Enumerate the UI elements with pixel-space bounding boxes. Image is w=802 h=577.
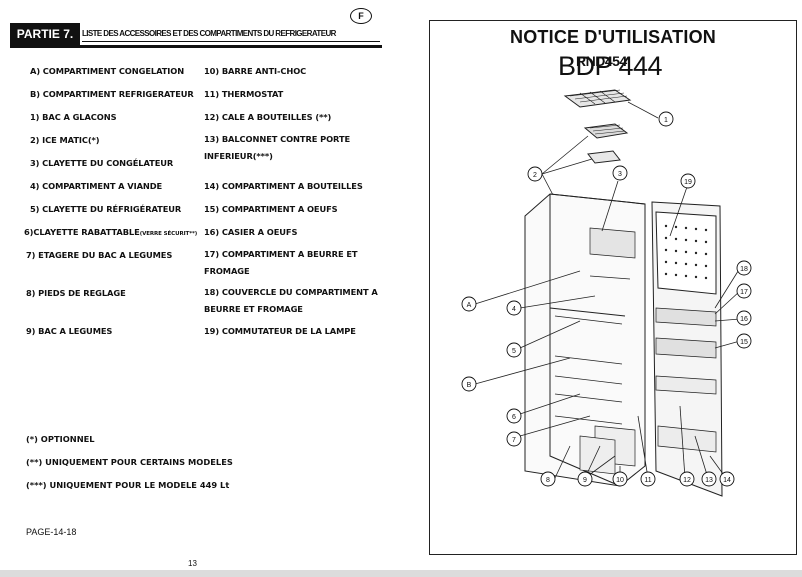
footnote: (***) UNIQUEMENT POUR LE MODELE 449 Lt <box>26 480 230 490</box>
left-page: F PARTIE 7. LISTE DES ACCESSOIRES ET DES… <box>10 8 384 548</box>
ice-matic-drawing <box>583 123 629 164</box>
svg-text:9: 9 <box>583 477 587 484</box>
fridge-cabinet <box>524 193 646 487</box>
list-item: 17) COMPARTIMENT A BEURRE ET FROMAGE <box>204 249 358 276</box>
list-item: 1) BAC A GLACONS <box>30 112 117 122</box>
ice-tray-drawing <box>563 89 632 108</box>
svg-text:19: 19 <box>684 179 692 186</box>
list-item: 15) COMPARTIMENT A OEUFS <box>204 204 338 214</box>
document-title: NOTICE D'UTILISATION <box>510 27 716 47</box>
svg-text:3: 3 <box>618 171 622 178</box>
footnote: (*) OPTIONNEL <box>26 434 95 444</box>
svg-text:14: 14 <box>723 477 731 484</box>
svg-text:12: 12 <box>683 477 691 484</box>
svg-text:4: 4 <box>512 306 516 313</box>
list-item: 16) CASIER A OEUFS <box>204 227 298 237</box>
svg-text:13: 13 <box>705 477 713 484</box>
callout-12: 12 <box>679 471 695 487</box>
svg-text:A: A <box>467 302 472 309</box>
page-number: 13 <box>188 559 197 568</box>
callout-9: 9 <box>577 471 593 487</box>
section-header: PARTIE 7. LISTE DES ACCESSOIRES ET DES C… <box>10 23 382 48</box>
list-item: B) COMPARTIMENT REFRIGERATEUR <box>30 89 194 99</box>
svg-text:11: 11 <box>644 477 651 484</box>
svg-text:2: 2 <box>533 172 537 179</box>
svg-text:1: 1 <box>664 117 668 124</box>
callout-2: 2 <box>527 166 543 182</box>
fridge-door <box>651 201 723 497</box>
language-badge: F <box>350 8 372 24</box>
callout-3: 3 <box>612 165 628 181</box>
footnote: (**) UNIQUEMENT POUR CERTAINS MODELES <box>26 457 233 467</box>
list-item: 4) COMPARTIMENT A VIANDE <box>30 181 163 191</box>
callout-11: 11 <box>640 471 656 487</box>
list-item: 11) THERMOSTAT <box>204 89 284 99</box>
list-item: 18) COUVERCLE DU COMPARTIMENT A BEURRE E… <box>204 287 378 314</box>
list-item: 10) BARRE ANTI-CHOC <box>204 66 307 76</box>
callout-8: 8 <box>540 471 556 487</box>
svg-text:5: 5 <box>512 348 516 355</box>
svg-text:15: 15 <box>740 339 748 346</box>
svg-text:B: B <box>467 382 472 389</box>
callout-b: B <box>461 376 477 392</box>
list-item: 19) COMMUTATEUR DE LA LAMPE <box>204 326 356 336</box>
callout-18: 18 <box>736 260 752 276</box>
list-item: 6)CLAYETTE RABATTABLE(VERRE SÉCURIT**) <box>24 227 197 237</box>
list-item: 3) CLAYETTE DU CONGÉLATEUR <box>30 158 174 168</box>
list-item: 7) ETAGERE DU BAC A LEGUMES <box>26 250 173 260</box>
svg-text:16: 16 <box>740 316 748 323</box>
svg-text:8: 8 <box>546 477 550 484</box>
list-item-text: 6)CLAYETTE RABATTABLE <box>24 227 140 237</box>
page-reference: PAGE-14-18 <box>26 527 77 537</box>
svg-text:10: 10 <box>616 477 624 484</box>
model-name-overprint: RND454 <box>576 53 627 69</box>
callout-5: 5 <box>506 342 522 358</box>
callout-10: 10 <box>612 471 628 487</box>
callout-1: 1 <box>658 111 674 127</box>
list-item: 9) BAC A LEGUMES <box>26 326 113 336</box>
callout-17: 17 <box>736 283 752 299</box>
right-page: NOTICE D'UTILISATION BDP 444 RND454 <box>429 20 797 555</box>
list-item: 5) CLAYETTE DU RÉFRIGÉRATEUR <box>30 204 182 214</box>
list-item: 8) PIEDS DE REGLAGE <box>26 288 126 298</box>
callout-19: 19 <box>680 173 696 189</box>
list-item-subtext: (VERRE SÉCURIT**) <box>139 231 198 237</box>
svg-text:6: 6 <box>512 414 516 421</box>
list-item: 13) BALCONNET CONTRE PORTE INFERIEUR(***… <box>204 134 351 161</box>
fridge-diagram: 1 2 3 19 A 4 5 B 6 7 8 9 10 11 12 13 14 … <box>461 89 752 497</box>
list-item: 14) COMPARTIMENT A BOUTEILLES <box>204 181 363 191</box>
list-item: A) COMPARTIMENT CONGELATION <box>30 66 185 76</box>
list-item: 12) CALE A BOUTEILLES (**) <box>204 112 332 122</box>
callout-6: 6 <box>506 408 522 424</box>
bottom-strip <box>0 570 802 577</box>
section-label: PARTIE 7. <box>10 23 80 45</box>
model-name-large: BDP 444 <box>558 51 663 81</box>
callout-13: 13 <box>701 471 717 487</box>
callout-16: 16 <box>736 310 752 326</box>
callout-14: 14 <box>719 471 735 487</box>
svg-text:7: 7 <box>512 437 516 444</box>
svg-text:18: 18 <box>740 266 748 273</box>
callout-4: 4 <box>506 300 522 316</box>
list-item: 2) ICE MATIC(*) <box>30 135 100 145</box>
callout-a: A <box>461 296 477 312</box>
callout-7: 7 <box>506 431 522 447</box>
section-title: LISTE DES ACCESSOIRES ET DES COMPARTIMEN… <box>82 25 380 42</box>
header-divider <box>10 45 382 48</box>
callout-15: 15 <box>736 333 752 349</box>
svg-text:17: 17 <box>740 289 748 296</box>
